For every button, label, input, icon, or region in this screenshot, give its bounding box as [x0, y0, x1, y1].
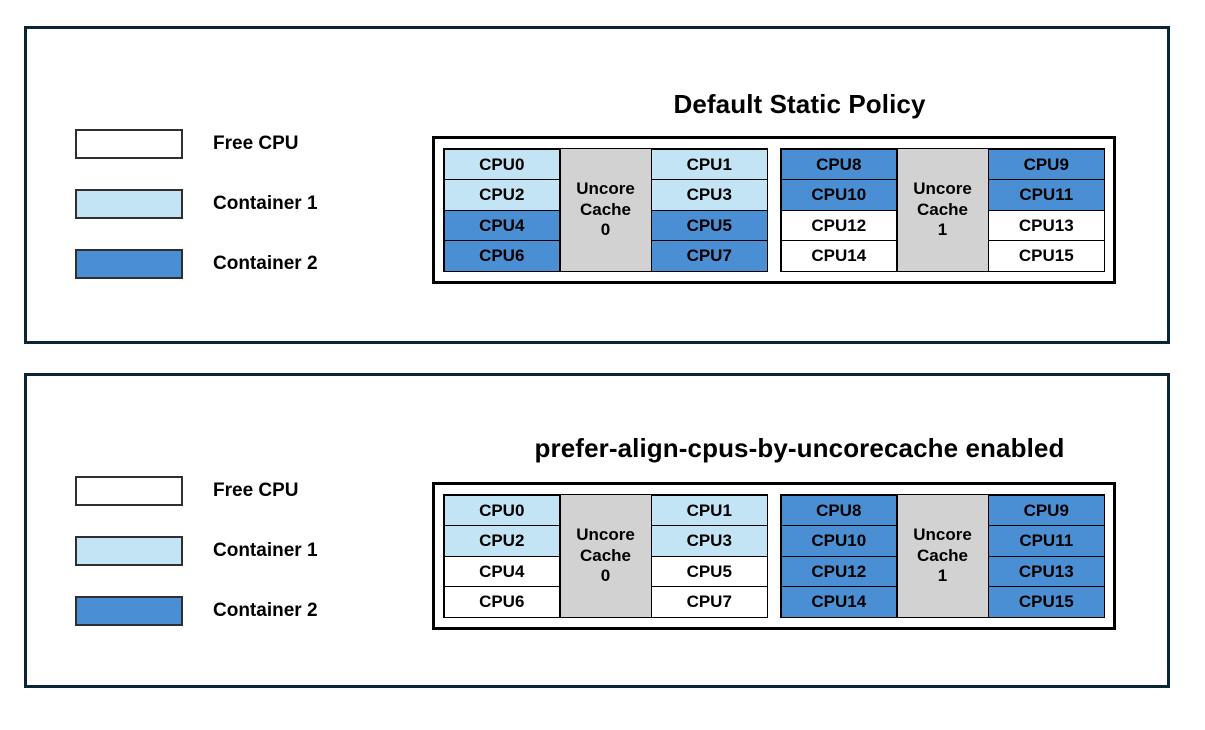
- panel-default-static-policy: Default Static Policy Free CPU Container…: [24, 26, 1170, 344]
- cpu-cell-cpu9: CPU9: [988, 494, 1105, 526]
- cpu-cell-cpu3: CPU3: [651, 179, 768, 211]
- legend-item-container-2: Container 2: [75, 249, 318, 279]
- cpu-cell-cpu12: CPU12: [780, 555, 897, 587]
- cpu-cell-cpu1: CPU1: [651, 494, 768, 526]
- cpu-cell-cpu9: CPU9: [988, 148, 1105, 180]
- legend-item-container-1: Container 1: [75, 189, 318, 219]
- cpu-cell-cpu14: CPU14: [780, 586, 897, 618]
- uncore-cache-text-line-2: Cache: [579, 545, 632, 565]
- cpu-cell-cpu15: CPU15: [988, 240, 1105, 272]
- cpu-cell-cpu2: CPU2: [443, 525, 560, 557]
- cpu-cell-cpu4: CPU4: [443, 555, 560, 587]
- uncore-cache-text-line-3: 0: [600, 220, 611, 240]
- uncore-cache-text-line-2: Cache: [579, 199, 632, 219]
- cpu-cell-cpu15: CPU15: [988, 586, 1105, 618]
- cpu-cell-cpu6: CPU6: [443, 240, 560, 272]
- cpu-cell-cpu14: CPU14: [780, 240, 897, 272]
- uncore-cache-text-line-2: Cache: [916, 545, 969, 565]
- panel-prefer-align-enabled: prefer-align-cpus-by-uncorecache enabled…: [24, 373, 1170, 688]
- cpu-cell-cpu6: CPU6: [443, 586, 560, 618]
- cpu-cell-cpu11: CPU11: [988, 179, 1105, 211]
- legend-label-container-2: Container 2: [213, 253, 318, 274]
- legend-swatch-container-2: [75, 249, 183, 279]
- cpu-cell-cpu7: CPU7: [651, 240, 768, 272]
- legend-enabled: Free CPU Container 1 Container 2: [75, 476, 318, 626]
- uncore-cache-text-line-3: 1: [937, 220, 948, 240]
- uncore-cache-text-line-1: Uncore: [913, 524, 972, 544]
- cpu-cell-cpu0: CPU0: [443, 494, 560, 526]
- uncore-cache-text-line-1: Uncore: [913, 178, 972, 198]
- cpu-cell-cpu12: CPU12: [780, 209, 897, 241]
- cpu-cell-cpu0: CPU0: [443, 148, 560, 180]
- cpu-cell-cpu13: CPU13: [988, 555, 1105, 587]
- cpu-cell-cpu1: CPU1: [651, 148, 768, 180]
- page-title-secondary: prefer-align-cpus-by-uncorecache enabled: [534, 432, 1065, 463]
- legend-default: Free CPU Container 1 Container 2: [75, 129, 318, 279]
- cpu-cell-cpu3: CPU3: [651, 525, 768, 557]
- cpu-cell-cpu8: CPU8: [780, 148, 897, 180]
- legend-item-container-2: Container 2: [75, 596, 318, 626]
- page-title: Default Static Policy: [673, 88, 926, 119]
- legend-item-free-cpu: Free CPU: [75, 476, 318, 506]
- uncore-cache-text-line-3: 0: [600, 566, 611, 586]
- legend-label-container-1: Container 1: [213, 540, 318, 561]
- legend-swatch-container-1: [75, 536, 183, 566]
- cpu-cell-cpu4: CPU4: [443, 209, 560, 241]
- cpu-cell-cpu11: CPU11: [988, 525, 1105, 557]
- legend-label-free-cpu: Free CPU: [213, 480, 299, 501]
- cpu-cell-cpu5: CPU5: [651, 209, 768, 241]
- legend-swatch-container-2: [75, 596, 183, 626]
- cpu-cell-cpu10: CPU10: [780, 179, 897, 211]
- uncore-cache-text-line-1: Uncore: [576, 524, 635, 544]
- cpu-cell-cpu5: CPU5: [651, 555, 768, 587]
- uncore-cache-text-line-1: Uncore: [576, 178, 635, 198]
- cpu-cell-cpu13: CPU13: [988, 209, 1105, 241]
- legend-swatch-container-1: [75, 189, 183, 219]
- legend-swatch-free-cpu: [75, 129, 183, 159]
- uncore-cache-text-line-3: 1: [937, 566, 948, 586]
- cpu-cell-cpu2: CPU2: [443, 179, 560, 211]
- legend-label-container-2: Container 2: [213, 600, 318, 621]
- legend-label-container-1: Container 1: [213, 193, 318, 214]
- cpu-cell-cpu8: CPU8: [780, 494, 897, 526]
- uncore-cache-text-line-2: Cache: [916, 199, 969, 219]
- legend-swatch-free-cpu: [75, 476, 183, 506]
- cpu-cell-cpu7: CPU7: [651, 586, 768, 618]
- legend-label-free-cpu: Free CPU: [213, 133, 299, 154]
- cpu-cell-cpu10: CPU10: [780, 525, 897, 557]
- legend-item-free-cpu: Free CPU: [75, 129, 318, 159]
- legend-item-container-1: Container 1: [75, 536, 318, 566]
